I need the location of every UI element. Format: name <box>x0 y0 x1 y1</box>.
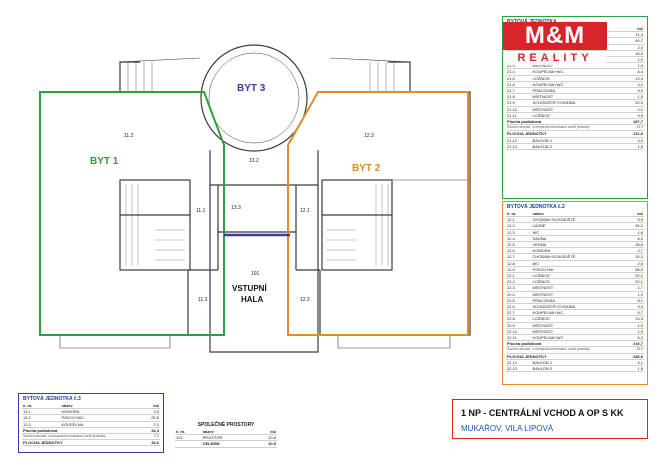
logo-sub: REALITY <box>503 51 607 65</box>
unit3-title: BYTOVÁ JEDNOTKA č.3 <box>23 396 81 402</box>
title-line-2: MUKAŘOV, VILA LIPOVÁ <box>461 424 554 433</box>
room-12-1: 12.1 <box>300 208 310 214</box>
title-line-1: 1 NP - CENTRÁLNÍ VCHOD A OP S KK <box>461 408 624 418</box>
room-12-2: 12.2 <box>300 297 310 303</box>
unit-outlines <box>39 91 469 336</box>
hall-label-2: HALA <box>241 295 264 304</box>
byt1-label: BYT 1 <box>90 156 119 167</box>
common-title: SPOLEČNÉ PROSTORY <box>197 422 255 428</box>
walls <box>39 44 471 353</box>
room-11-1: 11.1 <box>196 208 206 214</box>
byt2-label: BYT 2 <box>352 163 381 174</box>
unit2-title: BYTOVÁ JEDNOTKA č.2 <box>507 204 565 210</box>
hall-number: 101 <box>251 271 260 277</box>
room-13-2: 13.2 <box>249 158 259 164</box>
title-box: 1 NP - CENTRÁLNÍ VCHOD A OP S KK MUKAŘOV… <box>452 399 648 439</box>
mm-reality-logo: M&M REALITY <box>503 22 607 66</box>
logo-text: M&M <box>503 22 607 50</box>
room-13-3: 13.3 <box>231 205 241 211</box>
byt3-label: BYT 3 <box>237 83 266 94</box>
room-11-3: 11.3 <box>198 297 208 303</box>
byt2-outline <box>287 91 469 336</box>
room-12-3: 12.3 <box>364 133 374 139</box>
room-11-2: 11.2 <box>124 133 134 139</box>
hall-label-1: VSTUPNÍ <box>232 284 267 293</box>
byt1-outline <box>39 91 225 336</box>
